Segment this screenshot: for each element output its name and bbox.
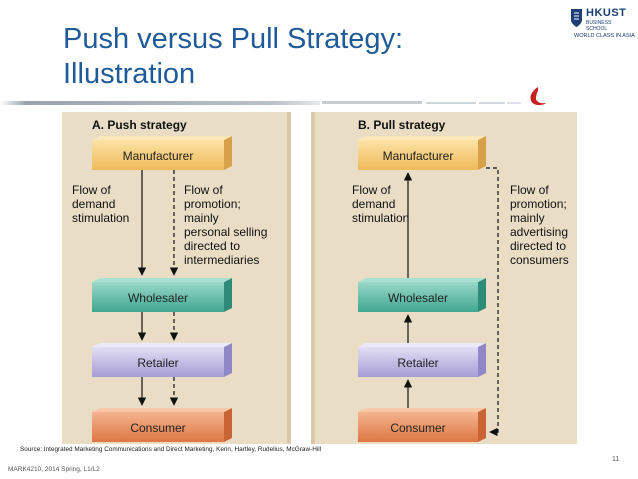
push-manufacturer-label: Manufacturer: [123, 149, 194, 163]
svg-text:advertising: advertising: [510, 225, 568, 239]
pull-wholesaler-label: Wholesaler: [388, 291, 448, 305]
logo-tagline: WORLD CLASS IN ASIA: [574, 33, 635, 39]
pull-promotion-arrow: [486, 167, 499, 433]
crest-icon: [571, 9, 582, 27]
push-header: A. Push strategy: [92, 118, 187, 132]
source-citation: Source: Integrated Marketing Communicati…: [20, 446, 322, 453]
title-line-2: Illustration: [63, 58, 196, 90]
page-number: 11: [612, 456, 620, 463]
svg-text:demand: demand: [352, 197, 395, 211]
svg-text:personal selling: personal selling: [184, 225, 267, 239]
push-consumer-box: Consumer: [92, 408, 232, 442]
svg-text:promotion;: promotion;: [184, 197, 241, 211]
svg-text:directed to: directed to: [184, 239, 240, 253]
svg-text:Flow of: Flow of: [184, 183, 223, 197]
svg-text:Flow of: Flow of: [352, 183, 391, 197]
pull-retailer-label: Retailer: [397, 356, 438, 370]
hkust-logo: HKUST BUSINESS SCHOOL WORLD CLASS IN ASI…: [570, 6, 635, 46]
logo-name: HKUST: [586, 7, 627, 19]
slide-title: Push versus Pull Strategy: Illustration: [63, 22, 503, 92]
logo-sub-1: BUSINESS: [586, 20, 612, 26]
pull-consumer-label: Consumer: [390, 421, 445, 435]
push-pull-diagram: A. Push strategy Manufacturer Flow of de…: [62, 112, 577, 444]
logo-sub-2: SCHOOL: [586, 26, 608, 32]
swoosh-icon: [530, 87, 546, 106]
title-divider: [0, 101, 521, 105]
pull-wholesaler-box: Wholesaler: [358, 278, 486, 312]
pull-header: B. Pull strategy: [358, 118, 446, 132]
push-manufacturer-box: Manufacturer: [92, 136, 232, 170]
svg-text:Flow of: Flow of: [510, 183, 549, 197]
pull-manufacturer-label: Manufacturer: [383, 149, 454, 163]
svg-text:directed to: directed to: [510, 239, 566, 253]
push-wholesaler-label: Wholesaler: [128, 291, 188, 305]
svg-text:promotion;: promotion;: [510, 197, 567, 211]
push-retailer-label: Retailer: [137, 356, 178, 370]
svg-text:intermediaries: intermediaries: [184, 253, 259, 267]
push-consumer-label: Consumer: [130, 421, 185, 435]
svg-text:demand: demand: [72, 197, 115, 211]
pull-retailer-box: Retailer: [358, 343, 486, 377]
pull-demand-note: Flow of demand stimulation: [352, 183, 409, 225]
footer-course: MARK4210, 2014 Spring, L1/L2: [8, 466, 100, 473]
svg-text:stimulation: stimulation: [352, 211, 409, 225]
push-promotion-note: Flow of promotion; mainly personal selli…: [184, 183, 267, 267]
push-wholesaler-box: Wholesaler: [92, 278, 232, 312]
pull-consumer-box: Consumer: [358, 408, 486, 442]
svg-text:mainly: mainly: [184, 211, 219, 225]
pull-promotion-note: Flow of promotion; mainly advertising di…: [510, 183, 569, 267]
push-demand-note: Flow of demand stimulation: [72, 183, 129, 225]
pull-manufacturer-box: Manufacturer: [358, 136, 486, 170]
title-line-1: Push versus Pull Strategy:: [63, 23, 404, 55]
logo-sub: BUSINESS SCHOOL: [586, 20, 611, 32]
svg-text:mainly: mainly: [510, 211, 545, 225]
svg-text:stimulation: stimulation: [72, 211, 129, 225]
svg-text:Flow of: Flow of: [72, 183, 111, 197]
svg-text:consumers: consumers: [510, 253, 569, 267]
push-retailer-box: Retailer: [92, 343, 232, 377]
